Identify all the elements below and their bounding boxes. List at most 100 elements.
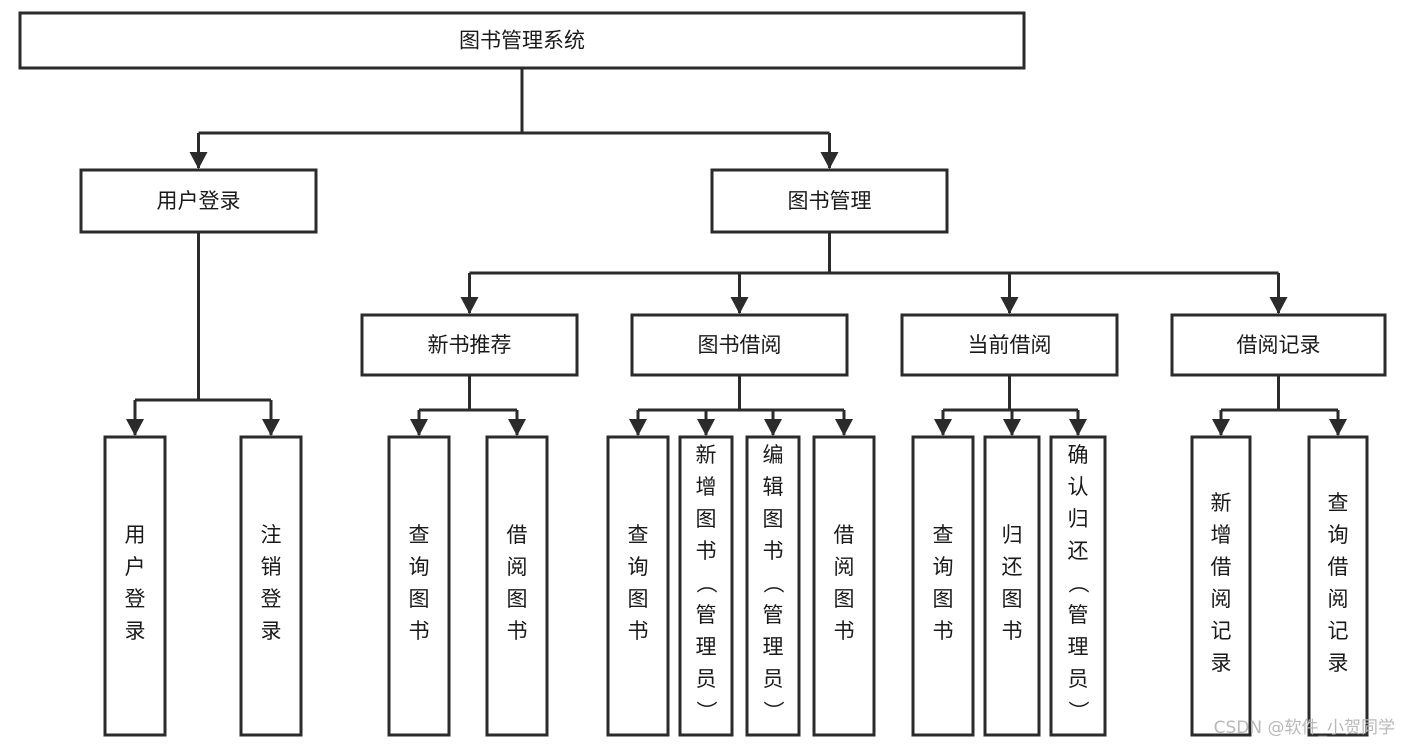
svg-text:图: 图: [628, 587, 649, 611]
svg-text:录: 录: [1328, 651, 1349, 675]
arrow-head-icon: [262, 419, 280, 436]
svg-text:查: 查: [1328, 491, 1349, 515]
svg-text:员: 员: [1068, 667, 1089, 691]
node-label-root: 图书管理系统: [459, 29, 585, 53]
svg-text:图: 图: [696, 507, 717, 531]
svg-text:阅: 阅: [507, 555, 528, 579]
node-label-user-login: 用户登录: [157, 189, 241, 213]
svg-text:管: 管: [763, 603, 784, 627]
svg-text:图: 图: [933, 587, 954, 611]
arrow-head-icon: [126, 419, 144, 436]
node-label-book-manage: 图书管理: [788, 189, 872, 213]
node-current-borrow[interactable]: 当前借阅: [900, 313, 1119, 377]
node-borrow-record[interactable]: 借阅记录: [1170, 313, 1387, 377]
svg-text:书: 书: [834, 619, 855, 643]
svg-text:）: ）: [761, 701, 785, 722]
svg-text:书: 书: [507, 619, 528, 643]
arrow-head-icon: [629, 419, 647, 436]
node-box-leaf-add-book-admin: [678, 435, 734, 737]
node-book-manage[interactable]: 图书管理: [710, 168, 949, 234]
svg-text:书: 书: [763, 539, 784, 563]
svg-text:录: 录: [125, 619, 146, 643]
svg-text:户: 户: [125, 555, 146, 579]
svg-text:新: 新: [1211, 491, 1232, 515]
connectors-layer: [126, 68, 1347, 436]
arrow-head-icon: [764, 419, 782, 436]
node-box-leaf-query-book-current: [911, 435, 975, 737]
arrow-head-icon: [1269, 297, 1288, 314]
node-box-leaf-return-book: [983, 435, 1041, 737]
arrow-head-icon: [697, 419, 715, 436]
svg-text:确: 确: [1068, 443, 1089, 467]
svg-text:图: 图: [763, 507, 784, 531]
node-new-book-recommend[interactable]: 新书推荐: [360, 313, 579, 377]
svg-text:记: 记: [1211, 619, 1232, 643]
node-box-new-book-recommend: [360, 313, 579, 377]
svg-text:查: 查: [933, 523, 954, 547]
svg-text:书: 书: [628, 619, 649, 643]
svg-text:书: 书: [409, 619, 430, 643]
connector-group-book-borrow: [629, 375, 853, 436]
node-leaf-user-login[interactable]: 用户登录: [103, 435, 167, 737]
node-book-borrow[interactable]: 图书借阅: [630, 313, 849, 377]
node-box-book-manage: [710, 168, 949, 234]
arrow-head-icon: [934, 419, 952, 436]
nodes-layer: 图书管理系统用户登录图书管理新书推荐图书借阅当前借阅借阅记录用户登录注销登录查询…: [18, 11, 1387, 737]
node-label-current-borrow: 当前借阅: [968, 333, 1052, 357]
svg-text:借: 借: [1328, 555, 1349, 579]
arrow-head-icon: [1003, 419, 1021, 436]
node-box-leaf-confirm-return-admin: [1049, 435, 1107, 737]
node-box-leaf-query-book-borrow: [606, 435, 670, 737]
svg-text:归: 归: [1002, 523, 1023, 547]
svg-text:管: 管: [696, 603, 717, 627]
node-box-root: [18, 11, 1026, 70]
node-box-leaf-edit-book-admin: [745, 435, 801, 737]
svg-text:增: 增: [696, 475, 717, 499]
csdn-watermark: CSDN @软件_小贺同学: [1214, 718, 1395, 738]
node-box-user-login: [79, 168, 318, 234]
arrow-head-icon: [508, 419, 526, 436]
svg-text:销: 销: [261, 555, 282, 579]
svg-text:还: 还: [1068, 539, 1089, 563]
svg-text:辑: 辑: [763, 475, 784, 499]
svg-text:增: 增: [1211, 523, 1232, 547]
node-root[interactable]: 图书管理系统: [18, 11, 1026, 70]
node-label-leaf-user-login: 用户登录: [125, 523, 146, 643]
svg-text:认: 认: [1068, 475, 1089, 499]
arrow-head-icon: [1212, 419, 1230, 436]
svg-text:（: （: [761, 573, 785, 594]
arrow-head-icon: [189, 152, 208, 169]
arrow-head-icon: [1069, 419, 1087, 436]
node-user-login[interactable]: 用户登录: [79, 168, 318, 234]
svg-text:阅: 阅: [1211, 587, 1232, 611]
svg-text:图: 图: [507, 587, 528, 611]
arrow-head-icon: [460, 297, 479, 314]
svg-text:阅: 阅: [1328, 587, 1349, 611]
svg-text:登: 登: [261, 587, 282, 611]
node-box-leaf-query-borrow-record: [1307, 435, 1369, 737]
connector-group-borrow-record: [1212, 375, 1347, 436]
node-box-leaf-borrow-book: [812, 435, 876, 737]
svg-text:图: 图: [834, 587, 855, 611]
